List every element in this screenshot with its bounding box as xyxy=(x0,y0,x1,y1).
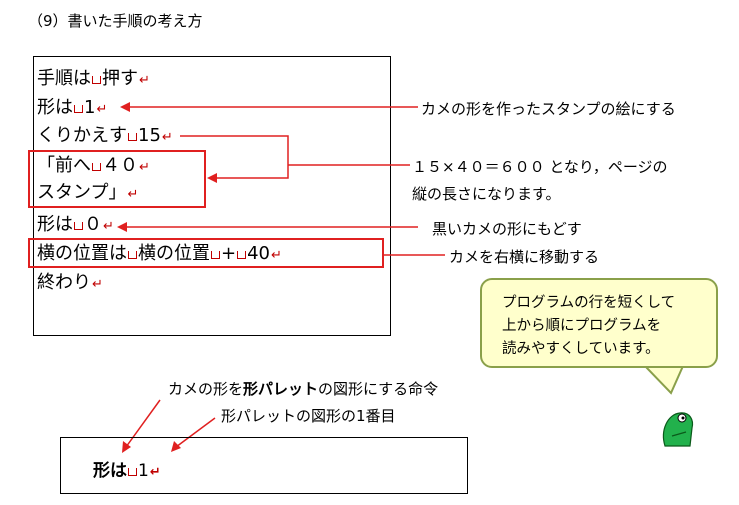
return-mark-icon: ↵ xyxy=(271,248,282,263)
return-mark-icon: ↵ xyxy=(103,219,114,234)
callout-line-2: 上から順にプログラムを xyxy=(502,318,662,334)
move-right-note: カメを右横に移動する xyxy=(449,248,600,266)
shape-command-note: カメの形を形パレットの図形にする命令 xyxy=(168,380,439,398)
space-mark-icon xyxy=(237,251,247,259)
space-mark-icon xyxy=(74,105,83,113)
code-line-5: スタンプ」↵ xyxy=(37,182,138,206)
return-mark-icon: ↵ xyxy=(92,277,103,292)
tip-callout xyxy=(480,278,718,368)
space-mark-icon xyxy=(92,163,101,171)
space-mark-icon xyxy=(128,468,137,476)
return-mark-icon: ↵ xyxy=(149,465,161,480)
code-keyword: 手順は xyxy=(37,68,91,89)
callout-line-3: 読みやすくしています。 xyxy=(502,341,660,357)
code-line-3: くりかえす 15↵ xyxy=(37,125,173,149)
return-mark-icon: ↵ xyxy=(161,130,173,145)
code-line-2: 形は 1↵ xyxy=(37,97,107,121)
return-mark-icon: ↵ xyxy=(96,102,108,117)
code-arg: 横の位置 xyxy=(138,243,210,264)
move-line-highlight xyxy=(28,238,384,268)
loop-note-line-1: １５×４０＝６００ となり，ページの xyxy=(412,158,668,176)
code-line-8: 終わり↵ xyxy=(37,272,103,296)
code-line-1: 手順は押す↵ xyxy=(37,68,150,92)
return-mark-icon: ↵ xyxy=(139,160,150,175)
return-mark-icon: ↵ xyxy=(139,73,150,88)
code-keyword: 形は xyxy=(37,214,73,235)
code-keyword: 形は xyxy=(37,97,73,118)
code-keyword: 終わり xyxy=(37,272,91,293)
code-arg: 1 xyxy=(84,97,96,118)
code-arg: ０ xyxy=(84,214,102,235)
space-mark-icon xyxy=(128,251,137,259)
code-box xyxy=(33,56,391,336)
code-arg: 押す xyxy=(102,68,138,89)
space-mark-icon xyxy=(92,76,101,84)
return-mark-icon: ↵ xyxy=(127,187,139,202)
page-title: （9）書いた手順の考え方 xyxy=(28,12,203,30)
code-operator: + xyxy=(221,243,237,264)
code-keyword: くりかえす xyxy=(37,125,127,146)
callout-line-1: プログラムの行を短くして xyxy=(502,295,676,311)
code-arg: 15 xyxy=(138,125,161,146)
shape-note: カメの形を作ったスタンプの絵にする xyxy=(421,100,676,118)
example-code-box xyxy=(60,437,468,494)
code-arg: ４０ xyxy=(102,155,138,176)
code-line-4: 「前へ ４０↵ xyxy=(37,155,150,179)
space-mark-icon xyxy=(211,251,220,259)
loop-body-highlight xyxy=(28,150,206,208)
code-keyword: 横の位置は xyxy=(37,243,127,264)
code-arg: 40 xyxy=(247,243,270,264)
code-keyword: 「前へ xyxy=(37,155,91,176)
black-turtle-note: 黒いカメの形にもどす xyxy=(432,220,582,238)
loop-note-line-2: 縦の長さになります。 xyxy=(412,185,561,203)
code-line-6: 形は ０↵ xyxy=(37,214,114,238)
code-line-7: 横の位置は横の位置 +40↵ xyxy=(37,243,282,267)
turtle-icon xyxy=(662,412,694,447)
code-keyword: スタンプ」 xyxy=(37,182,127,203)
space-mark-icon xyxy=(128,133,137,141)
first-shape-note: 形パレットの図形の1番目 xyxy=(221,407,396,425)
space-mark-icon xyxy=(74,222,83,230)
